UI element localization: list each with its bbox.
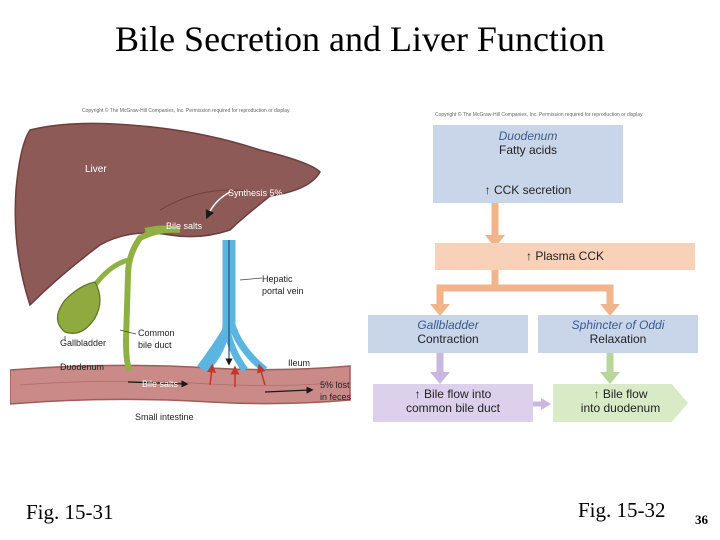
label-small-intestine: Small intestine [135,412,194,422]
copyright-notice-right: Copyright © The McGraw-Hill Companies, I… [435,112,644,118]
sphincter-box: Sphincter of Oddi Relaxation [538,315,698,353]
label-common: Common [138,328,175,338]
duodenum-box: Duodenum Fatty acids ↑ CCK secretion [433,125,623,203]
copyright-notice: Copyright © The McGraw-Hill Companies, I… [82,108,291,114]
gallbladder-shape [56,281,101,334]
page-number: 36 [695,512,708,527]
label-bile-salts-bottom: Bile salts [142,379,179,389]
flowchart-arrows [430,157,620,410]
plasma-cck-box: ↑ Plasma CCK [435,243,695,270]
gallbladder-box: Gallbladder Contraction [368,315,528,353]
liver-illustration [10,122,351,405]
gallbladder-box-contraction: Contraction [417,332,479,346]
label-portal-vein: portal vein [262,286,304,296]
label-synthesis: Synthesis 5% [228,188,283,198]
slide-title: Bile Secretion and Liver Function [115,19,605,59]
label-liver: Liver [85,164,107,175]
portal-vein-shape [197,240,268,373]
label-gallbladder: Gallbladder [60,338,107,348]
duodenum-flow-line2: into duodenum [580,401,661,415]
label-hepatic: Hepatic [262,274,293,284]
liver-diagram: Copyright © The McGraw-Hill Companies, I… [10,100,360,430]
bile-flow-box: ↑ Bile flow into common bile duct [373,384,533,422]
fig-label-left: Fig. 15-31 [26,500,114,524]
duodenum-box-cck: ↑ CCK secretion [484,183,572,197]
label-duodenum: Duodenum [60,362,105,372]
cck-flowchart: Copyright © The McGraw-Hill Companies, I… [365,110,710,430]
label-lost: 5% lost [320,380,350,390]
bile-flow-line1: ↑ Bile flow into [414,387,492,401]
label-ileum: Ileum [288,358,311,368]
duodenum-box-fatty-acids: Fatty acids [498,143,558,157]
liver-shape [14,122,321,307]
gallbladder-box-title: Gallbladder [417,318,479,332]
fig-label-right: Fig. 15-32 [578,498,666,522]
bile-flow-line2: common bile duct [405,401,501,415]
small-intestine-shape [10,364,351,405]
sphincter-box-title: Sphincter of Oddi [571,318,665,332]
sphincter-box-relaxation: Relaxation [589,332,647,346]
duodenum-flow-box: ↑ Bile flow into duodenum [553,384,688,422]
label-bile-duct: bile duct [138,340,172,350]
label-bile-salts-top: Bile salts [166,221,203,231]
bile-duct-shape [122,226,181,372]
duodenum-box-title: Duodenum [498,129,558,143]
label-in-feces: in feces [320,392,352,402]
plasma-cck-text: ↑ Plasma CCK [525,249,605,263]
duodenum-flow-line1: ↑ Bile flow [593,387,648,401]
